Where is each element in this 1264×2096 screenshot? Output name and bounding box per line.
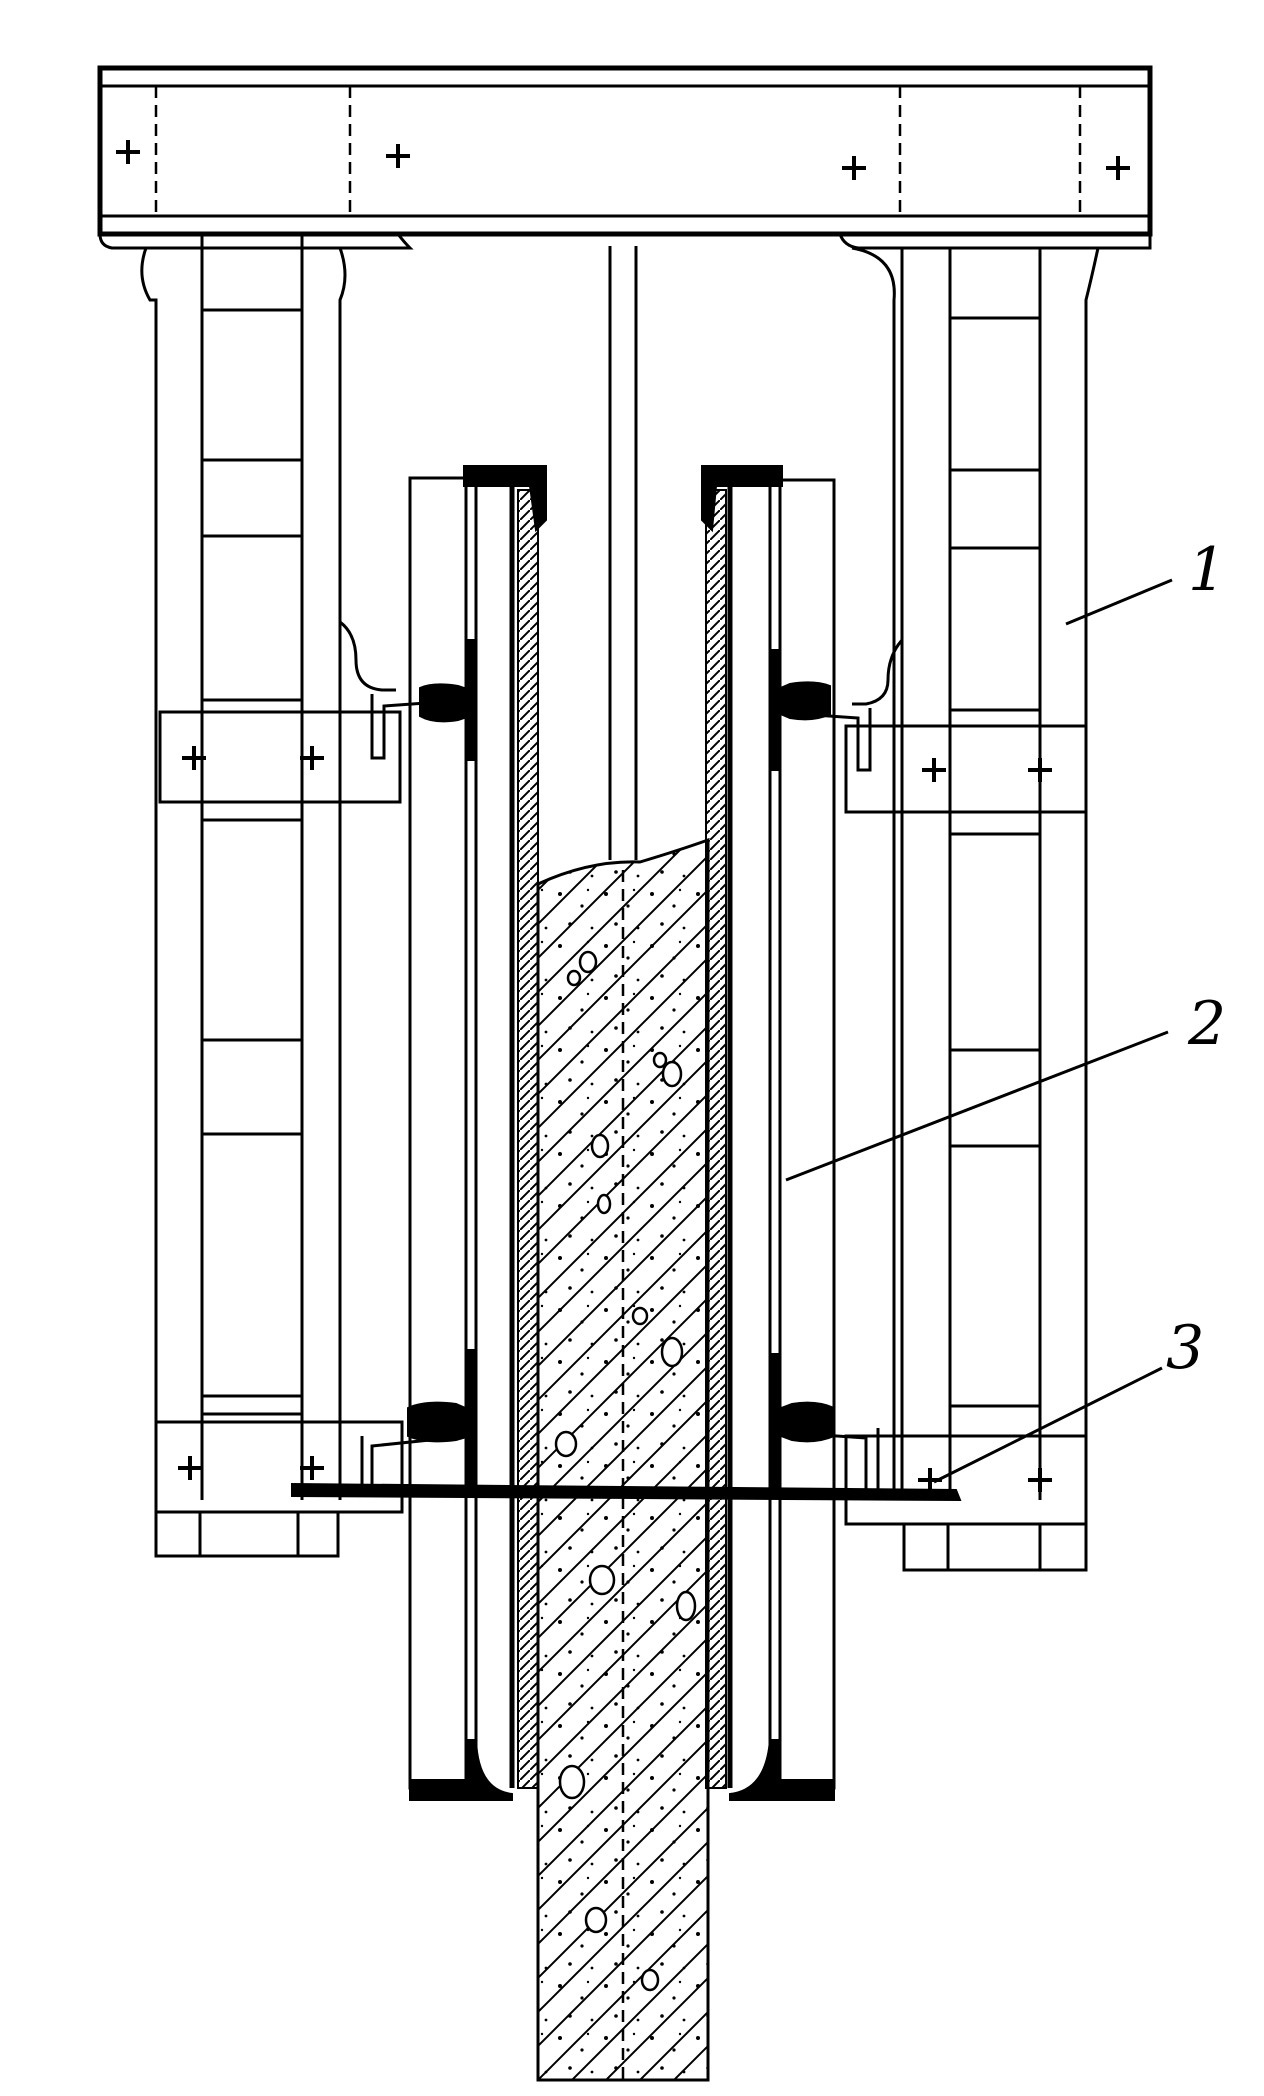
callout-label: 1 [1188, 535, 1226, 605]
callout-3: 3 [933, 1313, 1204, 1484]
bolt-icon [114, 138, 142, 166]
working-platform-beam [291, 1482, 962, 1502]
bolt-icon [840, 154, 868, 182]
bolt-icon [1026, 756, 1054, 784]
left-form-panel [360, 465, 547, 1801]
right-form-panel [701, 465, 880, 1801]
bolt-icon [298, 1454, 326, 1482]
callout-label: 3 [1166, 1313, 1204, 1383]
bolt-icon [1026, 1466, 1054, 1494]
concrete-wall [536, 837, 710, 2082]
top-yoke-beam [97, 65, 1153, 250]
bolt-icon [298, 744, 326, 772]
right-jack-frame [844, 246, 1100, 1572]
bolt-icon [920, 756, 948, 784]
callout-2: 2 [785, 989, 1226, 1182]
callout-1: 1 [1065, 535, 1226, 626]
bolt-icon [384, 142, 412, 170]
callout-label: 2 [1187, 989, 1226, 1059]
bolt-icon [1104, 154, 1132, 182]
center-jack-rod [608, 246, 638, 860]
bolt-icon [176, 1454, 204, 1482]
left-jack-frame [140, 234, 404, 1558]
